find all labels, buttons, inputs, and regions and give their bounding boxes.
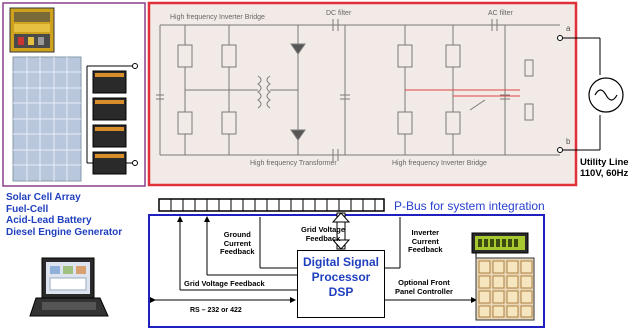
solar-panel-image: [12, 56, 82, 182]
grid-voltage-feedback-left-label: Grid Voltage Feedback: [184, 279, 265, 288]
source-solar-label: Solar Cell Array: [6, 192, 81, 203]
laptop-icon: [29, 257, 109, 317]
source-fuelcell-label: Fuel-Cell: [6, 203, 49, 215]
power-circuit: [156, 19, 560, 161]
source-diesel-label: Diesel Engine Generator: [6, 226, 123, 238]
dsp-line3: DSP: [328, 285, 354, 299]
lcd-display-icon: [471, 232, 529, 254]
inverter-current-feedback-label: Inverter Current Feedback: [408, 228, 443, 254]
dsp-line1: Digital Signal: [302, 255, 379, 269]
phase-a-label: a: [566, 24, 571, 33]
rs-232-label: RS – 232 or 422: [190, 307, 242, 314]
ac-source-icon: [588, 77, 624, 113]
utility-line-rating: 110V, 60Hz: [580, 167, 629, 179]
source-list: Solar Cell Array Fuel-Cell Acid-Lead Bat…: [6, 192, 122, 238]
battery-stack: [86, 63, 138, 175]
output-terminals: [557, 35, 601, 153]
source-battery-label: Acid-Lead Battery: [6, 215, 92, 226]
dsp-line2: Processor: [311, 270, 371, 284]
fuel-cell-image: [9, 7, 55, 53]
pbus-label: P-Bus for system integration: [394, 199, 545, 213]
utility-line-label: Utility Line 110V, 60Hz: [580, 157, 629, 179]
feedback-arrows: [150, 216, 477, 303]
ac-filter-label: AC filter: [488, 10, 513, 17]
keypad-icon: [475, 257, 535, 321]
front-panel-label: Optional Front Panel Controller: [395, 278, 453, 296]
grid-voltage-feedback-top-label: Grid Voltage Feedback: [301, 225, 346, 243]
phase-b-label: b: [566, 137, 571, 146]
dsp-block: Digital Signal Processor DSP: [297, 250, 385, 318]
utility-line-name: Utility Line: [580, 157, 629, 168]
pbus-bar: [158, 198, 385, 212]
pbus-dsp-link: [331, 212, 351, 250]
dc-filter-label: DC filter: [326, 10, 352, 17]
transformer-label: High frequency Transformer: [250, 160, 337, 167]
ground-current-feedback-label: Ground Current Feedback: [220, 230, 255, 256]
circuit-box: [147, 1, 578, 187]
lf-bridge-label: High frequency Inverter Bridge: [392, 160, 487, 167]
circuit-red-wires: [405, 89, 520, 97]
hf-bridge-label: High frequency Inverter Bridge: [170, 14, 265, 21]
